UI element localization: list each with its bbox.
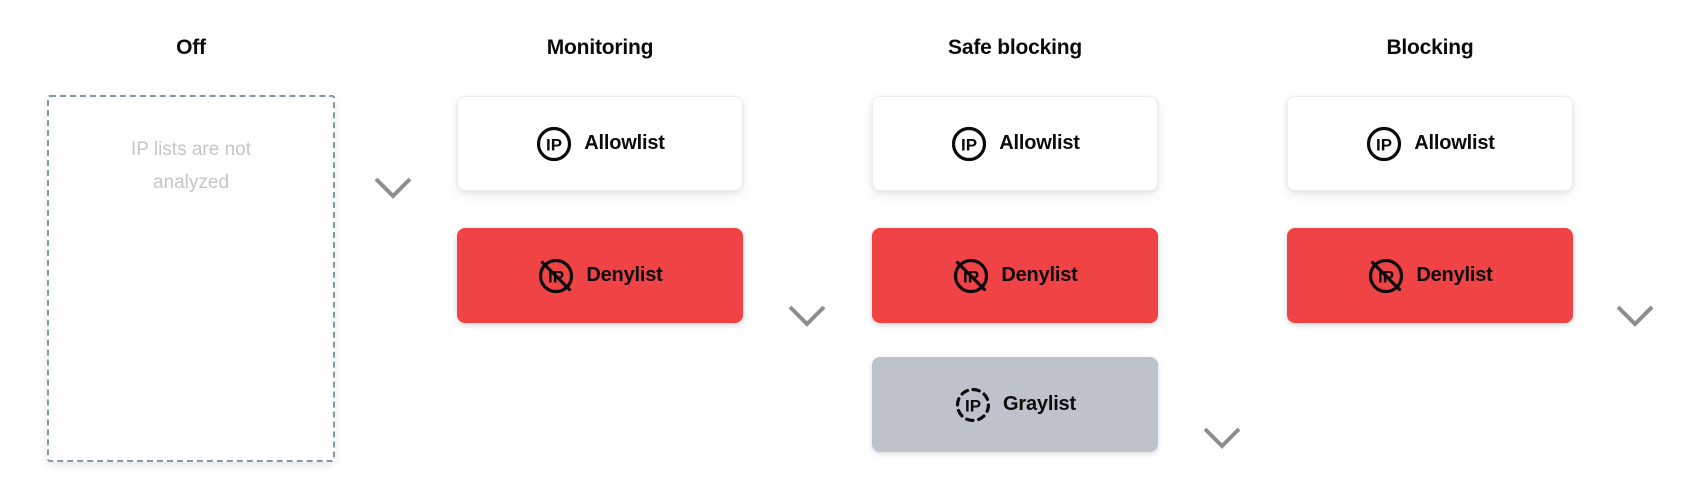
card-monitoring-allowlist: IP Allowlist: [457, 96, 743, 191]
ip-crossed-icon: IP: [954, 258, 989, 293]
ip-circle-icon: IP: [537, 126, 572, 161]
column-title-off: Off: [176, 36, 206, 59]
column-title-safe-blocking: Safe blocking: [948, 36, 1082, 59]
ip-dashed-icon: IP: [955, 387, 991, 422]
card-safe-blocking-graylist: IP Graylist: [872, 357, 1158, 452]
card-safe-blocking-denylist: IP Denylist: [872, 228, 1158, 323]
ip-crossed-icon: IP: [539, 258, 574, 293]
card-label: Denylist: [586, 264, 663, 286]
card-safe-blocking-allowlist: IP Allowlist: [872, 96, 1158, 191]
card-label: Allowlist: [999, 132, 1080, 154]
svg-text:IP: IP: [961, 135, 977, 154]
card-label: Allowlist: [584, 132, 665, 154]
ip-circle-icon: IP: [1367, 126, 1402, 161]
card-label: Denylist: [1416, 264, 1493, 286]
svg-text:IP: IP: [546, 135, 562, 154]
flow-arrow-2-icon: [788, 95, 826, 327]
card-blocking-allowlist: IP Allowlist: [1287, 96, 1573, 191]
card-label: Allowlist: [1414, 132, 1495, 154]
column-title-blocking: Blocking: [1386, 36, 1474, 59]
column-title-monitoring: Monitoring: [546, 36, 654, 59]
ip-crossed-icon: IP: [1369, 258, 1404, 293]
ip-circle-icon: IP: [952, 126, 987, 161]
card-label: Graylist: [1003, 393, 1076, 415]
flow-arrow-3-icon: [1203, 95, 1241, 449]
off-mode-empty-box: IP lists are not analyzed: [47, 95, 335, 462]
flow-arrow-1-icon: [374, 95, 412, 199]
svg-text:IP: IP: [965, 396, 981, 415]
card-monitoring-denylist: IP Denylist: [457, 228, 743, 323]
svg-text:IP: IP: [1376, 135, 1392, 154]
card-label: Denylist: [1001, 264, 1078, 286]
empty-box-text: IP lists are not analyzed: [130, 139, 252, 193]
flow-arrow-4-icon: [1616, 95, 1654, 327]
card-blocking-denylist: IP Denylist: [1287, 228, 1573, 323]
